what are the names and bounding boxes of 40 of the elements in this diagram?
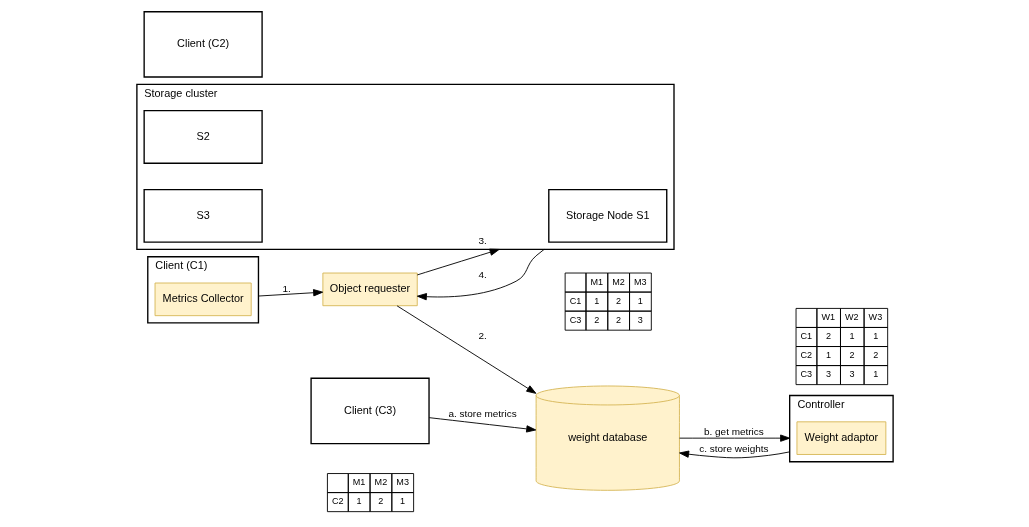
label: 2	[593, 314, 599, 325]
edge-label: 4.	[477, 269, 487, 281]
label: 2	[872, 350, 878, 361]
label: 1	[849, 331, 855, 342]
label: 2	[615, 295, 621, 306]
label: C1	[800, 331, 812, 342]
label: 2	[849, 350, 855, 361]
label: 1	[872, 331, 878, 342]
label: M3	[395, 477, 409, 488]
label: 1	[399, 496, 405, 507]
label: W1	[820, 312, 835, 323]
label: 3	[849, 369, 855, 380]
label: 1	[637, 295, 643, 306]
label: 2	[615, 314, 621, 325]
label: C3	[569, 314, 581, 325]
label: 2	[825, 331, 831, 342]
label: 3	[825, 369, 831, 380]
label: 2	[377, 496, 383, 507]
label: 1	[872, 369, 878, 380]
label: C2	[800, 350, 812, 361]
label: M1	[590, 276, 603, 287]
label: W3	[868, 312, 882, 323]
label: 1	[355, 496, 361, 507]
label: W2	[844, 312, 859, 323]
edge-label: 1.	[281, 282, 291, 294]
edge-label: a. store metrics	[447, 408, 517, 420]
label: M2	[611, 276, 625, 287]
label: 1	[593, 295, 599, 306]
edge-label: b. get metrics	[703, 426, 764, 438]
label: C1	[569, 295, 581, 306]
edge-label: c. store weights	[698, 443, 769, 455]
label: M3	[633, 276, 647, 287]
label: C2	[331, 496, 344, 507]
label: M2	[374, 477, 387, 488]
edge-label: 3.	[477, 234, 487, 246]
label: M1	[352, 477, 365, 488]
edge-label: 2.	[477, 330, 487, 342]
label: C3	[800, 369, 812, 380]
label: 3	[637, 314, 643, 325]
label: 1	[825, 350, 831, 361]
